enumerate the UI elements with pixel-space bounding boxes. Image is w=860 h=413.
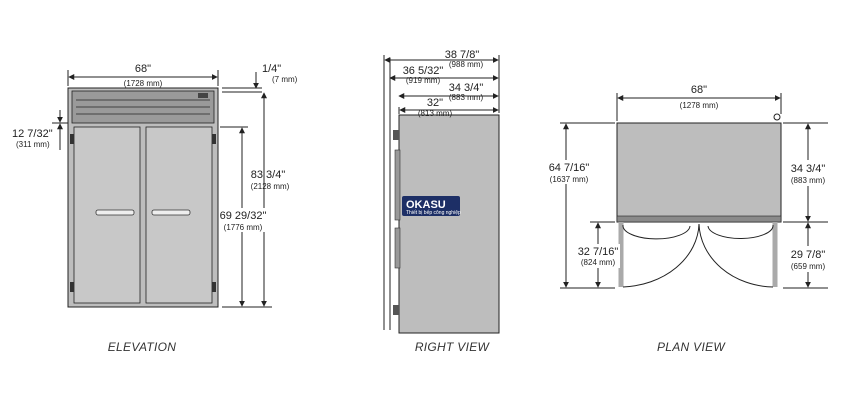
elevation-top-gap-label: 1/4" <box>262 63 281 75</box>
plan-width-mm: (1278 mm) <box>680 101 719 110</box>
right-caption: RIGHT VIEW <box>415 340 491 354</box>
plan-caption: PLAN VIEW <box>657 340 726 354</box>
elevation-top-panel-mm: (311 mm) <box>16 140 50 149</box>
handle-icon <box>95 209 135 216</box>
logo-tagline: Thiết bị bếp công nghiệp <box>406 210 461 216</box>
right-cabinet <box>398 114 500 334</box>
right-depth-outer-mm: (988 mm) <box>449 60 484 69</box>
right-depth-body-label: 34 3/4" <box>449 82 484 94</box>
right-depth-mid-label: 36 5/32" <box>403 65 444 77</box>
elevation-height-label: 83 3/4" <box>251 169 286 181</box>
plan-left-swing-mm: (824 mm) <box>581 258 616 267</box>
right-view: 38 7/8" (988 mm) 36 5/32" (919 mm) 34 3/… <box>383 49 500 354</box>
plan-width-label: 68" <box>691 84 707 96</box>
plan-body-depth-label: 34 3/4" <box>791 163 826 175</box>
elevation-width-label: 68" <box>135 63 151 75</box>
handle-icon <box>151 209 191 216</box>
plan-total-depth-mm: (1637 mm) <box>550 175 589 184</box>
right-depth-inner-label: 32" <box>427 97 443 109</box>
plan-cabinet <box>616 122 782 223</box>
logo-brand: OKASU <box>406 199 446 211</box>
plan-right-swing-mm: (659 mm) <box>791 262 826 271</box>
right-depth-mid-mm: (919 mm) <box>406 76 441 85</box>
right-depth-outer-label: 38 7/8" <box>445 49 480 61</box>
right-depth-inner-mm: (813 mm) <box>418 109 453 118</box>
elevation-door-height-mm: (1776 mm) <box>224 223 263 232</box>
controller-icon <box>198 93 208 98</box>
elevation-top-gap-mm: (7 mm) <box>272 75 298 84</box>
elevation-door-height-label: 69 29/32" <box>220 210 267 222</box>
plan-view: 68" (1278 mm) 64 7/16" (1637 mm) 32 7/16… <box>548 84 830 354</box>
right-depth-body-mm: (883 mm) <box>449 93 484 102</box>
elevation-view: 68" (1728 mm) 1/4" (7 mm) 12 7/32" (311 … <box>12 63 298 354</box>
elevation-top-panel-label: 12 7/32" <box>12 128 53 140</box>
elevation-width-mm: (1728 mm) <box>124 79 163 88</box>
plan-total-depth-label: 64 7/16" <box>549 162 590 174</box>
okasu-logo: OKASU Thiết bị bếp công nghiệp <box>402 196 461 216</box>
elevation-height-mm: (2128 mm) <box>251 182 290 191</box>
plan-left-swing-label: 32 7/16" <box>578 246 619 258</box>
elevation-caption: ELEVATION <box>108 340 177 354</box>
plan-body-depth-mm: (883 mm) <box>791 176 826 185</box>
plan-right-swing-label: 29 7/8" <box>791 249 826 261</box>
